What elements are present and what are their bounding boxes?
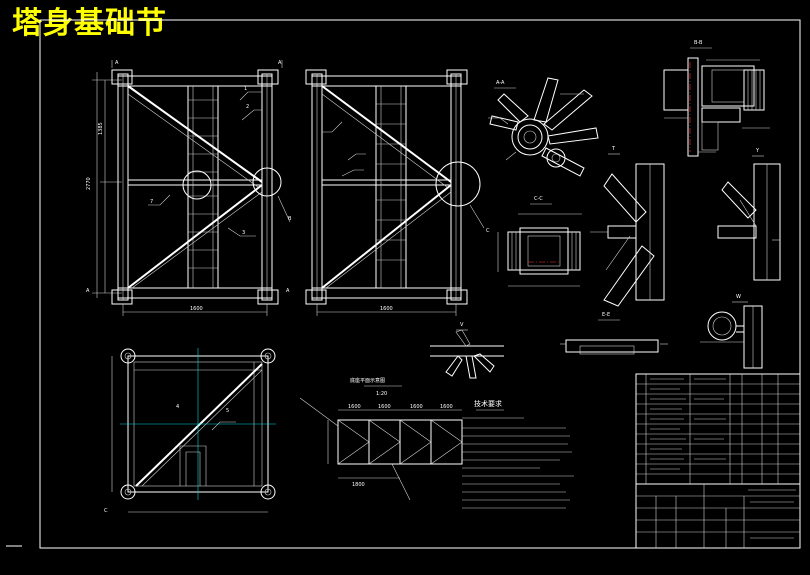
- svg-text:1800: 1800: [352, 482, 365, 488]
- svg-text:B: B: [288, 216, 292, 222]
- technical-notes: 技术要求: [462, 399, 574, 509]
- svg-text:C: C: [104, 508, 108, 514]
- svg-text:2: 2: [246, 104, 249, 110]
- svg-text:7: 7: [150, 199, 153, 205]
- detail-w: W: [700, 294, 763, 369]
- detail-t: T: [590, 146, 665, 307]
- svg-text:1600: 1600: [380, 306, 393, 312]
- truss-diagram: 底座平面示意图 1:20 1600 1600 1600 1600 1800: [299, 377, 463, 501]
- svg-text:1600: 1600: [378, 404, 391, 410]
- front-elevation: 1 2 3 7 B 1600 2770 1385 A A A A: [86, 60, 292, 316]
- detail-v: V: [430, 322, 504, 379]
- svg-text:5: 5: [226, 408, 229, 414]
- svg-text:A: A: [86, 288, 90, 294]
- svg-text:A: A: [278, 60, 282, 66]
- svg-text:3: 3: [242, 230, 245, 236]
- svg-text:2770: 2770: [86, 177, 92, 190]
- svg-text:1: 1: [244, 86, 247, 92]
- svg-text:C: C: [486, 228, 490, 234]
- section-b-b: B-B: [663, 40, 770, 157]
- svg-text:V: V: [460, 322, 464, 328]
- svg-text:1600: 1600: [190, 306, 203, 312]
- svg-text:4: 4: [176, 404, 179, 410]
- svg-text:T: T: [611, 146, 616, 152]
- svg-text:1385: 1385: [98, 122, 104, 135]
- drawing-title: 塔身基础节: [12, 6, 167, 41]
- section-c-c: C-C: [497, 196, 582, 287]
- parts-list: [635, 373, 801, 549]
- sheet-border: [39, 19, 801, 549]
- svg-text:1:20: 1:20: [376, 391, 387, 397]
- svg-text:1600: 1600: [348, 404, 361, 410]
- svg-text:B-B: B-B: [694, 40, 703, 46]
- detail-e-e: E-E: [560, 312, 668, 355]
- plan-heading: 底座平面示意图: [350, 377, 385, 384]
- svg-text:A: A: [286, 288, 290, 294]
- detail-y: Y: [717, 148, 781, 281]
- svg-text:1600: 1600: [410, 404, 423, 410]
- svg-text:A-A: A-A: [496, 80, 505, 86]
- svg-text:Y: Y: [755, 148, 760, 154]
- side-elevation: C 1600: [305, 69, 490, 316]
- section-a-a: A-A: [488, 77, 599, 177]
- svg-text:A: A: [115, 60, 119, 66]
- svg-text:C-C: C-C: [534, 196, 543, 202]
- svg-text:W: W: [736, 294, 741, 300]
- notes-heading: 技术要求: [474, 399, 502, 408]
- svg-text:1600: 1600: [440, 404, 453, 410]
- plan-view: 4 5 C: [104, 348, 276, 514]
- svg-text:E-E: E-E: [602, 312, 610, 318]
